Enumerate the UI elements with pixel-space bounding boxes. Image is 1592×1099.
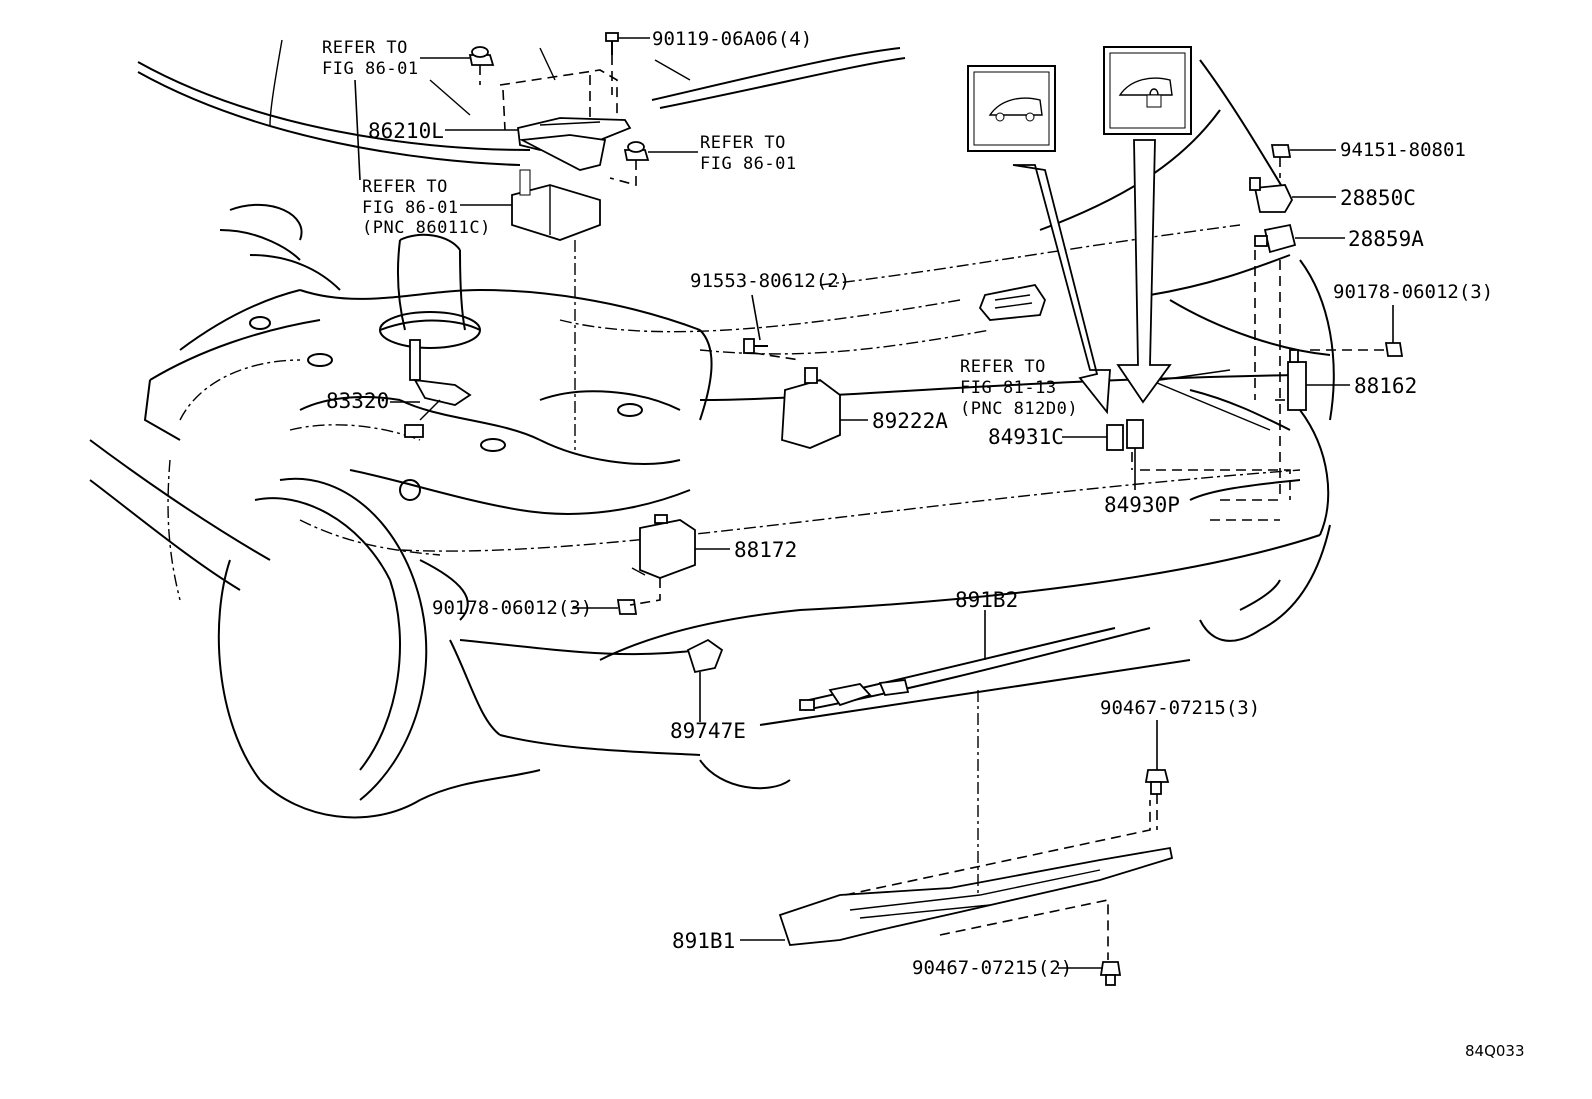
label-84930P: 84930P [1104, 493, 1180, 517]
label-91553: 91553-80612(2) [690, 270, 850, 292]
vehicle-rear-icon [967, 65, 1056, 152]
label-88162: 88162 [1354, 374, 1417, 398]
part-28859A [1254, 223, 1297, 254]
leader-lines [354, 37, 1394, 969]
label-89222A: 89222A [872, 409, 948, 433]
nut-refer-top [468, 46, 495, 66]
part-891B2-harness [799, 627, 1151, 711]
refer-left-line1: REFER TO [362, 177, 448, 197]
part-28850C [1249, 177, 1294, 213]
part-83320-sensor [404, 339, 472, 438]
label-90178-right: 90178-06012(3) [1333, 281, 1493, 303]
nut-refer-mid [623, 141, 650, 161]
part-84931C-switch [1106, 424, 1124, 451]
label-89747E: 89747E [670, 719, 746, 743]
screw-90119 [605, 32, 619, 55]
clip-90467-top [1144, 769, 1170, 795]
label-83320: 83320 [326, 389, 389, 413]
refer-812-line2: FIG 81-13 [960, 378, 1057, 398]
vehicle-body-outline [89, 39, 1335, 819]
label-891B2: 891B2 [955, 588, 1018, 612]
refer-812-line1: REFER TO [960, 357, 1046, 377]
nut-90178-left [616, 599, 638, 615]
label-90467-top: 90467-07215(3) [1100, 697, 1260, 719]
nut-94151 [1270, 144, 1292, 158]
label-891B1: 891B1 [672, 929, 735, 953]
part-86011C-unit [511, 169, 601, 241]
vehicle-lock-icon [1103, 46, 1192, 135]
part-labels: REFER TO FIG 86-01 90119-06A06(4) 86210L… [322, 28, 1525, 1060]
bolt-91553 [743, 338, 768, 354]
part-89747E-sensor [686, 638, 724, 674]
label-90467-bottom: 90467-07215(2) [912, 957, 1072, 979]
part-89222A-ecu [781, 367, 841, 449]
label-90119: 90119-06A06(4) [652, 28, 812, 50]
part-88162 [1287, 349, 1307, 411]
refer-top-line2: FIG 86-01 [322, 59, 419, 79]
refer-left-line3: (PNC 86011C) [362, 218, 491, 238]
label-90178-left: 90178-06012(3) [432, 597, 592, 619]
refer-top-line1: REFER TO [322, 38, 408, 58]
part-84930P-switch [1126, 419, 1144, 449]
diagram-code: 84Q033 [1465, 1042, 1525, 1060]
assembly-guides [479, 55, 1390, 960]
label-84931C: 84931C [988, 425, 1064, 449]
refer-mid-line2: FIG 86-01 [700, 154, 797, 174]
refer-812-line3: (PNC 812D0) [960, 399, 1078, 419]
nut-90178-right [1384, 342, 1404, 357]
label-28859A: 28859A [1348, 227, 1424, 251]
refer-left-line2: FIG 86-01 [362, 198, 459, 218]
label-94151: 94151-80801 [1340, 139, 1466, 161]
part-812D0-handle [978, 283, 1046, 321]
refer-mid-line1: REFER TO [700, 133, 786, 153]
arrow-down-icon [1012, 139, 1172, 415]
label-88172: 88172 [734, 538, 797, 562]
part-88172-module [631, 514, 696, 579]
label-28850C: 28850C [1340, 186, 1416, 210]
clip-90467-bottom [1099, 961, 1122, 986]
part-86210L-bracket [517, 117, 632, 171]
label-86210L: 86210L [368, 119, 444, 143]
part-891B1-undercover [778, 846, 1174, 946]
